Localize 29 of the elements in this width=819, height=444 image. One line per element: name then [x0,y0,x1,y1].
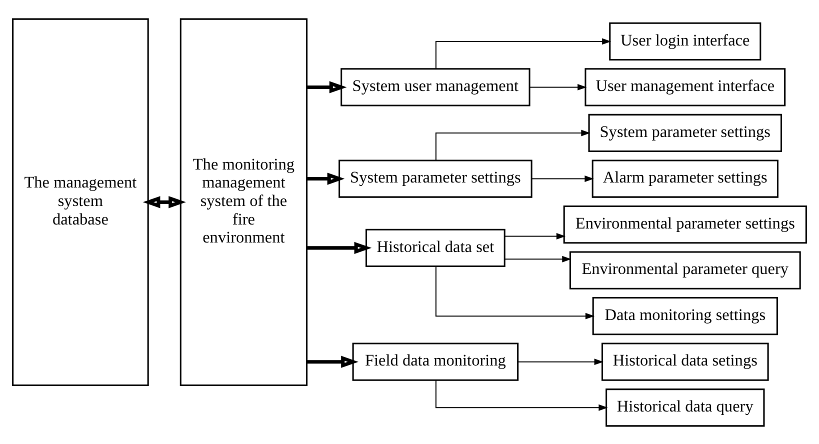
node-box: Alarm parameter settings [592,159,778,198]
arrow [435,38,612,68]
node-box: Environmental parameter query [569,250,801,289]
arrow [307,241,372,254]
arrow [307,355,358,368]
arrow [532,175,594,182]
node-box: The management system database [12,18,149,386]
arrow [307,80,347,93]
node-box: Field data monitoring [352,342,519,380]
arrow [142,196,186,208]
node-box: User management interface [584,68,786,106]
node-box: Data monitoring settings [592,296,778,335]
node-box: Environmental parameter settings [563,204,807,244]
arrow [504,232,566,239]
arrow [435,266,595,319]
arrow [518,358,604,365]
node-box: System parameter settings [588,113,782,152]
node-box: The monitoring management system of the fire environment [180,18,308,386]
node-box: System user management [340,68,530,106]
arrow [435,380,608,410]
arrow [435,129,590,160]
node-box: System parameter settings [338,159,532,198]
node-box: Historical data set [366,228,506,266]
arrow [504,255,572,262]
node-box: Historical data query [606,388,765,426]
arrow [530,84,587,90]
node-box: Historical data setings [601,342,769,380]
node-box: User login interface [609,22,762,60]
arrow [307,172,345,184]
